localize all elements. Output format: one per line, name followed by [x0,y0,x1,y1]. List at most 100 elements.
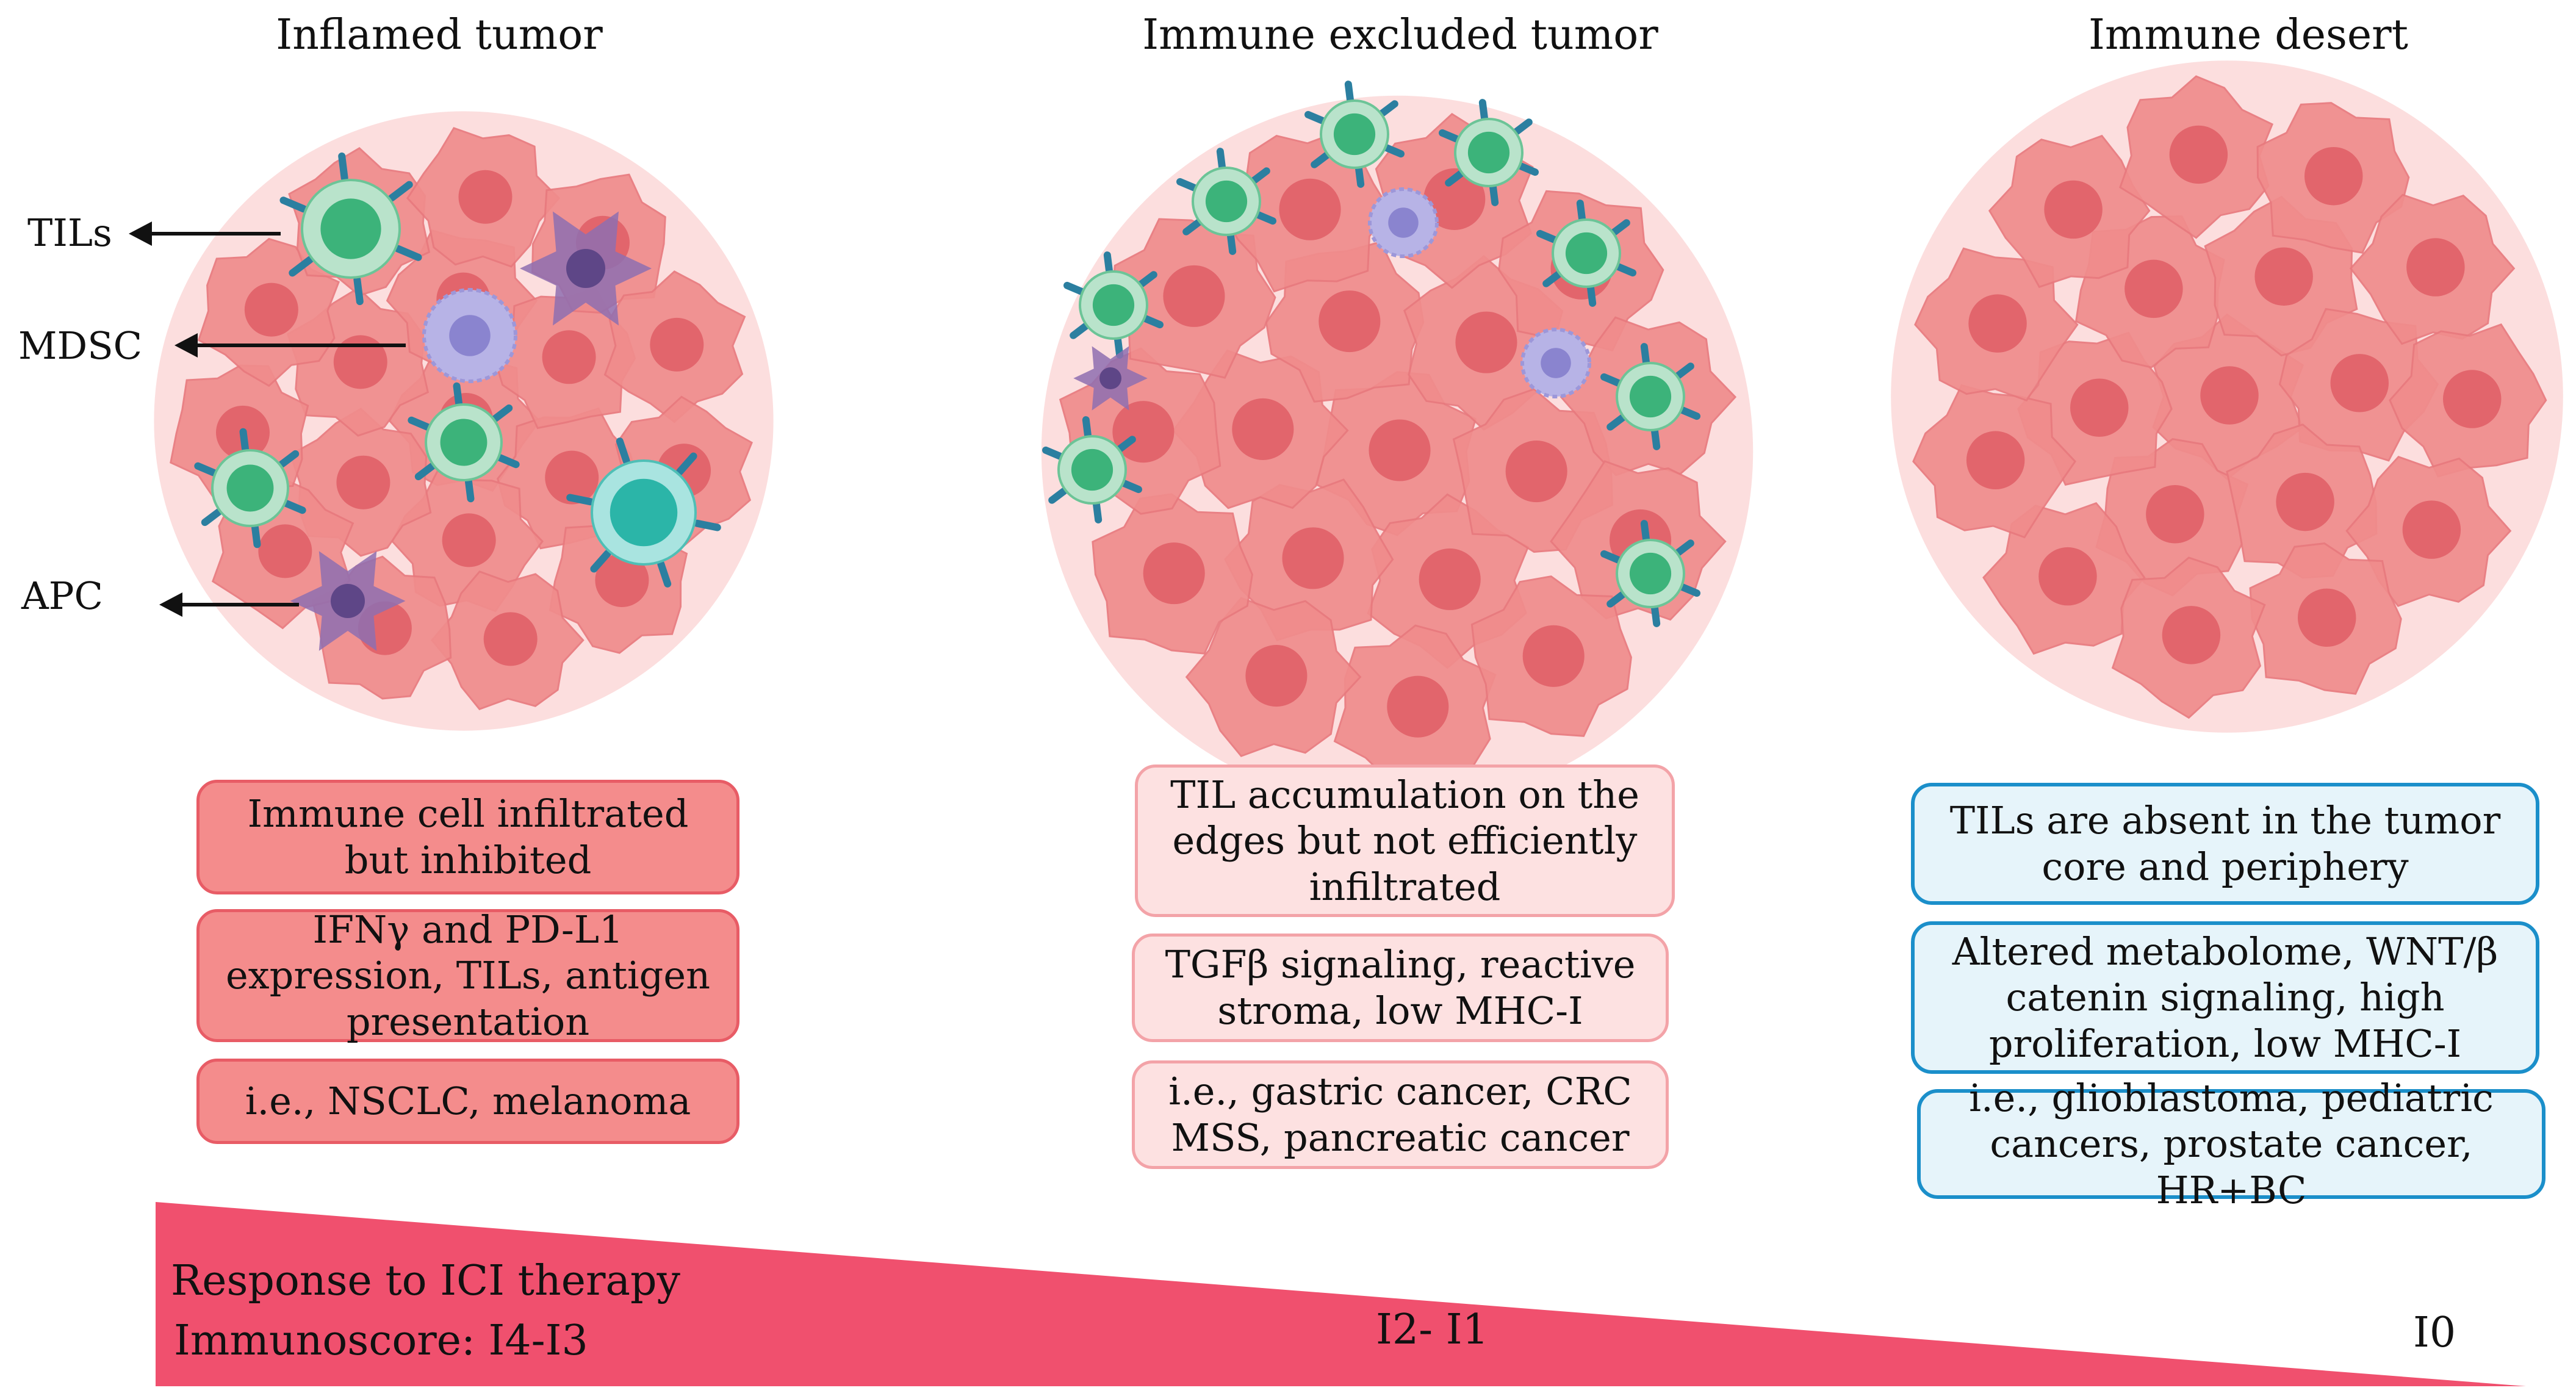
tumor-nucleus [595,553,649,607]
tumor-nucleus [2402,500,2461,559]
inflamed-box-description: Immune cell infiltrated but inhibited [196,780,739,894]
tumor-nucleus [1282,527,1344,589]
t-cell-receptor [1304,110,1326,124]
t-cell-receptor [1383,144,1405,158]
t-cell-receptor [566,494,594,506]
t-cell-receptor [453,382,462,407]
tumor-nucleus [1966,431,2025,489]
tumor-nucleus [458,170,513,224]
tumor-nucleus [2038,547,2097,606]
t-cell-receptor [1445,170,1464,187]
tumor-nucleus [2304,146,2363,206]
tumor-nucleus [1419,548,1481,610]
t-cell-receptor [1082,416,1092,439]
arrow-mdsc [174,333,406,358]
gradient-label-end: I0 [2413,1309,2456,1357]
t-cell-receptor [676,452,697,476]
gradient-label-immunoscore: Immunoscore: I4-I3 [174,1317,588,1365]
desert-box-examples: i.e., glioblastoma, pediatric cancers, p… [1917,1076,2545,1212]
tumor-nucleus [2443,370,2502,428]
t-cell-receptor [1611,219,1630,236]
t-cell-receptor [1255,211,1276,225]
t-cell-receptor [1344,81,1354,103]
t-cell-receptor [1093,501,1103,524]
tumor-nucleus [1245,645,1308,707]
t-cell-nucleus [1092,284,1135,326]
tumor-nucleus [336,455,390,509]
t-cell-receptor [1070,322,1089,339]
t-cell-receptor [1379,100,1398,117]
tumor-nucleus [2044,180,2103,239]
t-cell-receptor [414,462,436,481]
t-cell-receptor [1536,229,1558,243]
tumor-nucleus [2406,238,2465,297]
t-cell-nucleus [1205,180,1248,223]
tumor-nucleus [2330,354,2389,412]
tumor-nucleus [442,513,496,567]
t-cell-nucleus [1629,375,1672,418]
tumor-nucleus [1279,178,1341,240]
mdsc-nucleus [449,315,491,356]
t-cell-receptor [491,404,513,422]
t-cell-nucleus [1333,113,1376,156]
tumor-nucleus [1423,168,1486,231]
tumor-nucleus [1455,311,1517,373]
apc-nucleus [566,249,605,288]
label-mdsc: MDSC [18,323,143,368]
t-cell-receptor [1311,151,1330,168]
t-cell-receptor [465,478,475,503]
t-cell-receptor [338,152,348,182]
t-cell-receptor [1651,428,1661,450]
t-cell-nucleus [1629,552,1672,595]
t-cell-receptor [1042,446,1063,460]
t-cell-receptor [1679,406,1700,420]
tumor-nucleus [1319,290,1381,353]
title-immune-desert: Immune desert [2088,11,2408,59]
gradient-label-response: Response to ICI therapy [171,1257,680,1305]
title-inflamed-tumor: Inflamed tumor [276,11,603,59]
t-cell-receptor [1355,165,1365,188]
t-cell-receptor [1600,550,1622,564]
t-cell-receptor [1216,148,1226,170]
t-cell-receptor [1679,583,1700,597]
tumor-nucleus [650,317,704,372]
tumor-nucleus [2162,606,2221,664]
tumor-nucleus [333,335,387,389]
tumor-nucleus [2297,588,2356,647]
mdsc-nucleus [1541,348,1571,378]
tumor-nucleus [1143,542,1205,605]
t-cell-receptor [278,450,300,468]
t-cell-receptor [289,256,314,277]
arrow-tils [129,221,281,246]
t-cell-receptor [1121,480,1142,494]
t-cell-receptor [408,416,431,431]
tumor-nucleus [2124,259,2183,318]
t-cell-receptor [251,524,261,549]
excluded-box-features: TGFβ signaling, reactive stroma, low MHC… [1132,934,1669,1042]
label-tils: TILs [27,210,112,255]
t-cell-receptor [657,560,672,588]
t-cell-receptor [1675,539,1694,556]
inflamed-box-features: IFNγ and PD-L1 expression, TILs, antigen… [196,907,739,1044]
t-cell-receptor [1103,251,1113,274]
desert-box-description: TILs are absent in the tumor core and pe… [1911,783,2539,905]
t-cell-receptor [1640,343,1650,365]
t-cell-receptor [1651,605,1661,627]
t-cell-receptor [1227,232,1237,255]
tumor-nucleus [2070,378,2129,437]
t-cell-receptor [239,428,249,453]
label-apc: APC [21,574,103,618]
inflamed-box-examples: i.e., NSCLC, melanoma [196,1059,739,1144]
tumor-nucleus [258,524,312,578]
t-cell-receptor [1251,167,1270,184]
t-cell-receptor [1142,315,1164,329]
apc-nucleus [331,584,365,618]
t-cell-receptor [1182,218,1202,236]
t-cell-receptor [201,508,223,527]
t-cell-receptor [1517,162,1539,176]
t-cell-nucleus [320,198,381,259]
tumor-nucleus [1369,419,1431,481]
t-cell-receptor [1542,270,1562,287]
t-cell-receptor [194,462,218,477]
